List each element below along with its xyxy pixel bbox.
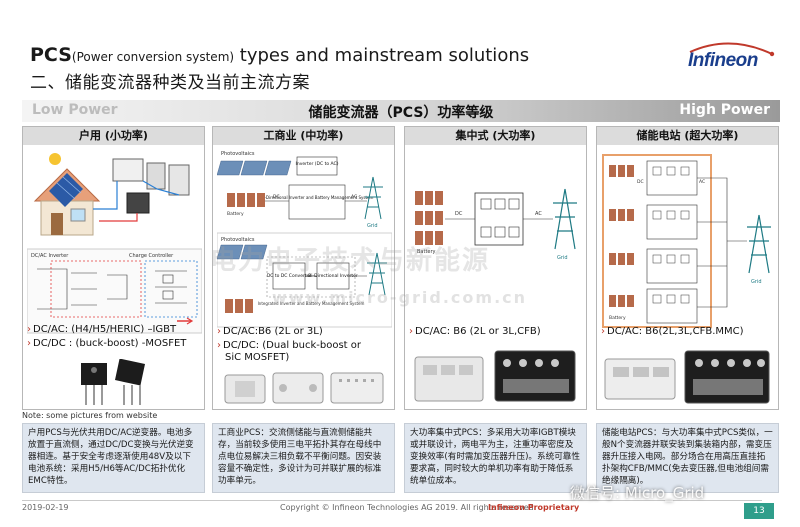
bullet-arrow-icon: ›	[27, 338, 31, 349]
grid-tower-icon	[553, 188, 577, 250]
column-commercial: 工商业 (中功率) Photovoltaics Inverter (DC to …	[212, 126, 395, 410]
ac-label: AC	[699, 179, 705, 185]
charge-controller-label: Charge Controller	[129, 253, 174, 259]
column-header: 户用 (小功率)	[23, 127, 204, 145]
ac-label: AC	[535, 211, 542, 217]
source-note: Note: some pictures from website	[22, 411, 158, 420]
grid-tower-icon-2	[367, 252, 387, 296]
power-bar-title: 储能变流器（PCS）功率等级	[308, 105, 494, 121]
residential-system-illustration: DC/AC Inverter Charge Controller	[27, 153, 202, 334]
bullet-dcac: ›DC/AC: B6(2L,3L,CFB.MMC)	[601, 326, 744, 337]
centralized-system-diagram: Battery DC AC Grid	[415, 188, 577, 261]
column-header: 工商业 (中功率)	[213, 127, 394, 145]
bullet-dcac: ›DC/AC: (H4/H5/HERIC) –IGBT	[27, 324, 177, 335]
column-header: 集中式 (大功率)	[405, 127, 586, 145]
column-header: 储能电站 (超大功率)	[597, 127, 778, 145]
watermark-cn: 电力电子技术与新能源	[210, 246, 491, 276]
desc-centralized: 大功率集中式PCS：多采用大功率IGBT模块或并联设计，两电平为主，注重功率密度…	[404, 423, 587, 493]
desc-power-station: 储能电站PCS：与大功率集中式PCS类似，一般N个变流器并联安装到集装箱内部，需…	[596, 423, 779, 493]
igbt-module-images	[414, 350, 576, 402]
power-station-diagram: DC AC Battery Grid	[602, 154, 771, 328]
grid-label: Grid	[557, 255, 568, 261]
footer-proprietary: Infineon Proprietary	[488, 503, 580, 512]
dc-inverter-label: DC/AC Inverter	[31, 253, 69, 259]
bullet-dcdc: ›DC/DC: (Dual buck-boost or	[217, 340, 362, 351]
column-power-station: 储能电站 (超大功率) DC AC Battery Grid ›DC/AC: B…	[596, 126, 779, 410]
infineon-logo: Infineon	[680, 40, 780, 80]
logo-text: Infineon	[688, 50, 758, 71]
dcdc-box-label: DC to DC Converter	[267, 273, 312, 279]
inverter-box-label: Inverter (DC to AC)	[296, 161, 339, 167]
watermark-url: www.micro-grid.com.cn	[272, 288, 528, 307]
footer-divider	[22, 500, 762, 501]
bullet-arrow-icon: ›	[217, 340, 221, 351]
photovoltaics-label-2: Photovoltaics	[221, 237, 255, 243]
grid-label: Grid	[751, 279, 762, 285]
logo-arc-icon	[689, 42, 775, 57]
battery-label: Battery	[609, 315, 626, 321]
desc-residential: 户用PCS与光伏共用DC/AC逆变器。电池多放置于直流侧，通过DC/DC变换与光…	[22, 423, 205, 493]
power-level-bar: Low Power 储能变流器（PCS）功率等级 High Power	[22, 100, 780, 122]
footer-copyright: Copyright © Infineon Technologies AG 201…	[280, 503, 537, 512]
dc-label: DC	[637, 179, 644, 185]
bullet-arrow-icon: ›	[27, 324, 31, 335]
bullet-dcac: ›DC/AC: B6 (2L or 3L,CFB)	[409, 326, 541, 337]
title-paren: (Power conversion system)	[71, 50, 235, 64]
watermark-wechat: 微信号: Micro_Grid	[570, 484, 705, 502]
large-module-images	[604, 350, 770, 404]
column-residential: 户用 (小功率) DC/AC Inverter Charge Controlle…	[22, 126, 205, 410]
dc-label: DC	[273, 194, 280, 200]
battery-label: Battery	[417, 249, 436, 255]
title-pcs: PCS	[30, 44, 72, 66]
desc-commercial: 工商业PCS：交流侧储能与直流侧储能共存，当前较多使用三电平拓扑其存在母线中点电…	[212, 423, 395, 493]
discrete-igbt-image	[81, 359, 146, 405]
battery-label: Battery	[227, 211, 244, 217]
bullet-arrow-icon: ›	[409, 326, 413, 337]
title-rest: types and mainstream solutions	[234, 45, 530, 66]
grid-label: Grid	[367, 223, 378, 229]
footer-date: 2019-02-19	[22, 503, 69, 512]
integrated-label: Integrated Inverter and Battery Manageme…	[258, 301, 365, 306]
low-power-label: Low Power	[32, 102, 118, 118]
page-number: 13	[744, 503, 774, 519]
bidir-box-label: Bi-Directional Inverter and Battery Mana…	[261, 195, 374, 200]
high-power-label: High Power	[679, 102, 770, 118]
column-centralized: 集中式 (大功率) Battery DC AC Grid ›DC/AC: B6 …	[404, 126, 587, 410]
bullet-arrow-icon: ›	[217, 326, 221, 337]
grid-tower-icon	[747, 214, 771, 274]
bullet-dcdc: ›DC/DC : (buck-boost) -MOSFET	[27, 338, 187, 349]
grid-tower-icon	[363, 176, 383, 220]
title-chinese: 二、储能变流器种类及当前主流方案	[30, 73, 310, 93]
dc-label: DC	[455, 211, 463, 217]
bullet-arrow-icon: ›	[601, 326, 605, 337]
bidir-inv-label: Bi-Directional Inverter	[308, 273, 358, 279]
bullet-dcac: ›DC/AC:B6 (2L or 3L)	[217, 326, 323, 337]
bullet-dcdc-cont: SiC MOSFET)	[225, 352, 290, 363]
power-module-images	[224, 372, 384, 404]
title-english: PCS(Power conversion system) types and m…	[30, 44, 529, 66]
photovoltaics-label: Photovoltaics	[221, 151, 255, 157]
commercial-system-diagram: Photovoltaics Inverter (DC to AC) Bi-Dir…	[217, 151, 392, 328]
ac-label: AC	[351, 194, 357, 200]
